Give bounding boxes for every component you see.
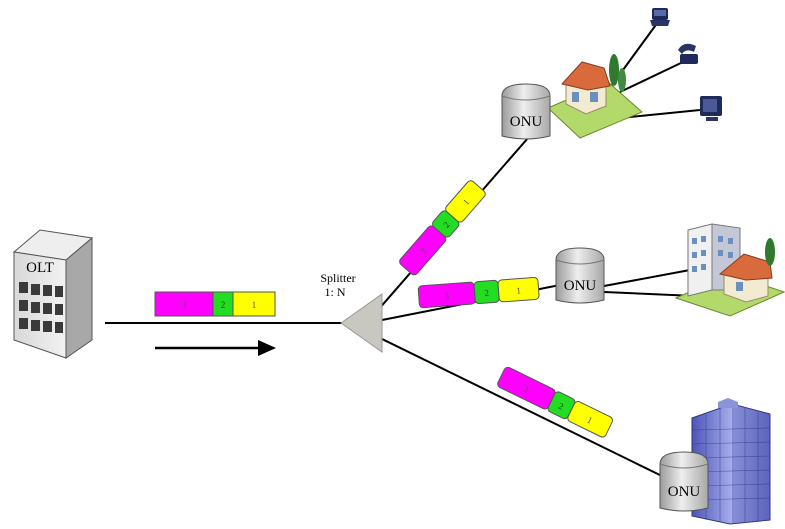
branch-fiber-bottom — [379, 337, 667, 479]
house-icon — [561, 61, 611, 115]
packet-3-label: 3 — [182, 300, 187, 310]
packet-1-label: 1 — [461, 197, 471, 207]
downstream-arrow — [155, 340, 276, 356]
packet-3-label: 3 — [444, 291, 450, 301]
branch-fiber-middle-out-2 — [603, 291, 696, 297]
ip-phone-icon-2 — [678, 43, 698, 64]
onu-device-top: ONU — [501, 83, 551, 140]
branch-bottom-frame: 3 2 1 — [497, 366, 614, 438]
packet-3-label: 3 — [522, 384, 531, 395]
packet-3 — [154, 291, 214, 317]
onu-label-middle: ONU — [564, 278, 597, 294]
branch-middle-frame: 3 2 1 — [417, 276, 540, 309]
drop-fiber-monitor — [619, 109, 701, 119]
packet-1 — [232, 291, 276, 317]
onu-device-bottom: ONU — [659, 451, 709, 512]
tree-icon — [765, 238, 775, 266]
ip-phone-icon-1 — [650, 8, 670, 26]
packet-2-label: 2 — [221, 300, 226, 310]
packet-1 — [497, 276, 540, 303]
building-site-middle — [674, 223, 785, 317]
splitter-ratio: 1: N — [325, 285, 346, 299]
drop-fiber-phone-2 — [619, 61, 684, 93]
branch-fiber-middle-out-1 — [603, 269, 691, 287]
onu-label-top: ONU — [510, 114, 543, 130]
packet-1-label: 1 — [516, 285, 521, 295]
tree-icon — [609, 54, 626, 92]
branch-top-frame: 3 2 1 — [399, 180, 486, 276]
olt-device: OLT — [12, 229, 94, 359]
onu-device-middle: ONU — [555, 247, 605, 304]
packet-1-label: 1 — [252, 300, 257, 310]
trunk-frame: 3 2 1 — [154, 291, 276, 317]
house-icon — [718, 253, 773, 303]
monitor-icon — [700, 96, 722, 121]
packet-1-label: 1 — [586, 415, 594, 426]
packet-2-label: 2 — [441, 220, 451, 230]
packet-1 — [445, 180, 486, 223]
house-site-top — [547, 54, 643, 139]
packet-2-label: 2 — [557, 401, 565, 412]
onu-label-bottom: ONU — [668, 484, 701, 500]
olt-ports — [19, 282, 63, 333]
splitter-label: Splitter — [320, 271, 355, 285]
packet-1 — [567, 401, 614, 438]
splitter: Splitter 1: N — [320, 271, 383, 353]
office-tower-site — [691, 398, 771, 525]
packet-3-label: 3 — [418, 246, 429, 256]
packet-2-label: 2 — [484, 288, 489, 298]
olt-label: OLT — [26, 260, 54, 276]
